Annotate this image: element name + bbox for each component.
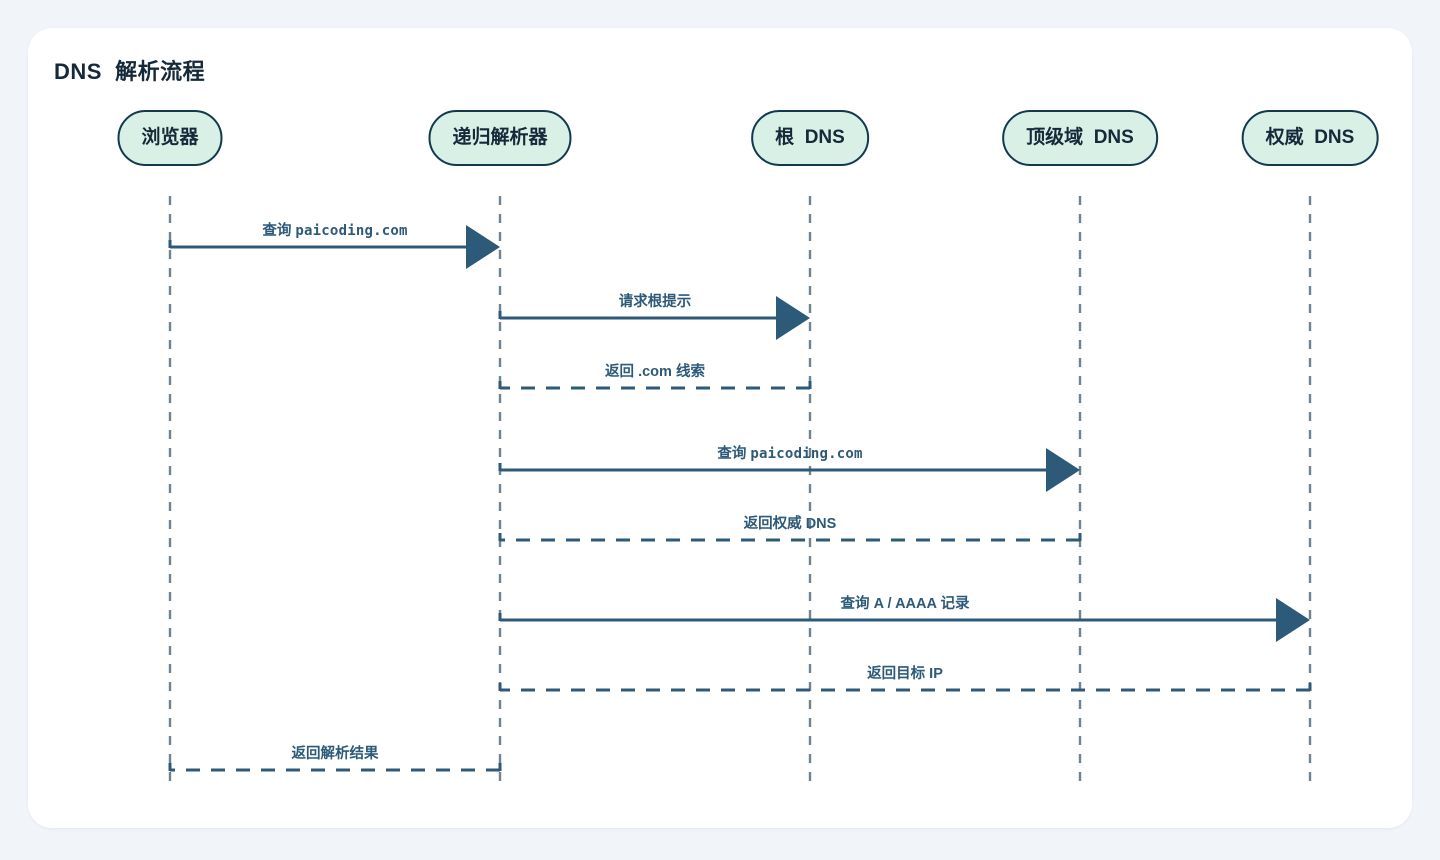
message-group (168, 225, 1312, 772)
actor-box-recursive[interactable]: 递归解析器 (428, 110, 572, 166)
arrowhead-icon-m2 (776, 296, 810, 340)
sequence-diagram-canvas (168, 196, 1312, 790)
arrowhead-icon-m4 (1046, 448, 1080, 492)
lifeline-group (168, 196, 1312, 790)
actor-box-browser[interactable]: 浏览器 (117, 110, 223, 166)
arrowhead-icon-m1 (466, 225, 500, 269)
actor-box-tld[interactable]: 顶级域 DNS (1002, 110, 1158, 166)
actor-box-root[interactable]: 根 DNS (751, 110, 869, 166)
actor-box-auth[interactable]: 权威 DNS (1241, 110, 1379, 166)
arrowhead-icon-m6 (1276, 598, 1310, 642)
page-title: DNS 解析流程 (54, 59, 206, 84)
